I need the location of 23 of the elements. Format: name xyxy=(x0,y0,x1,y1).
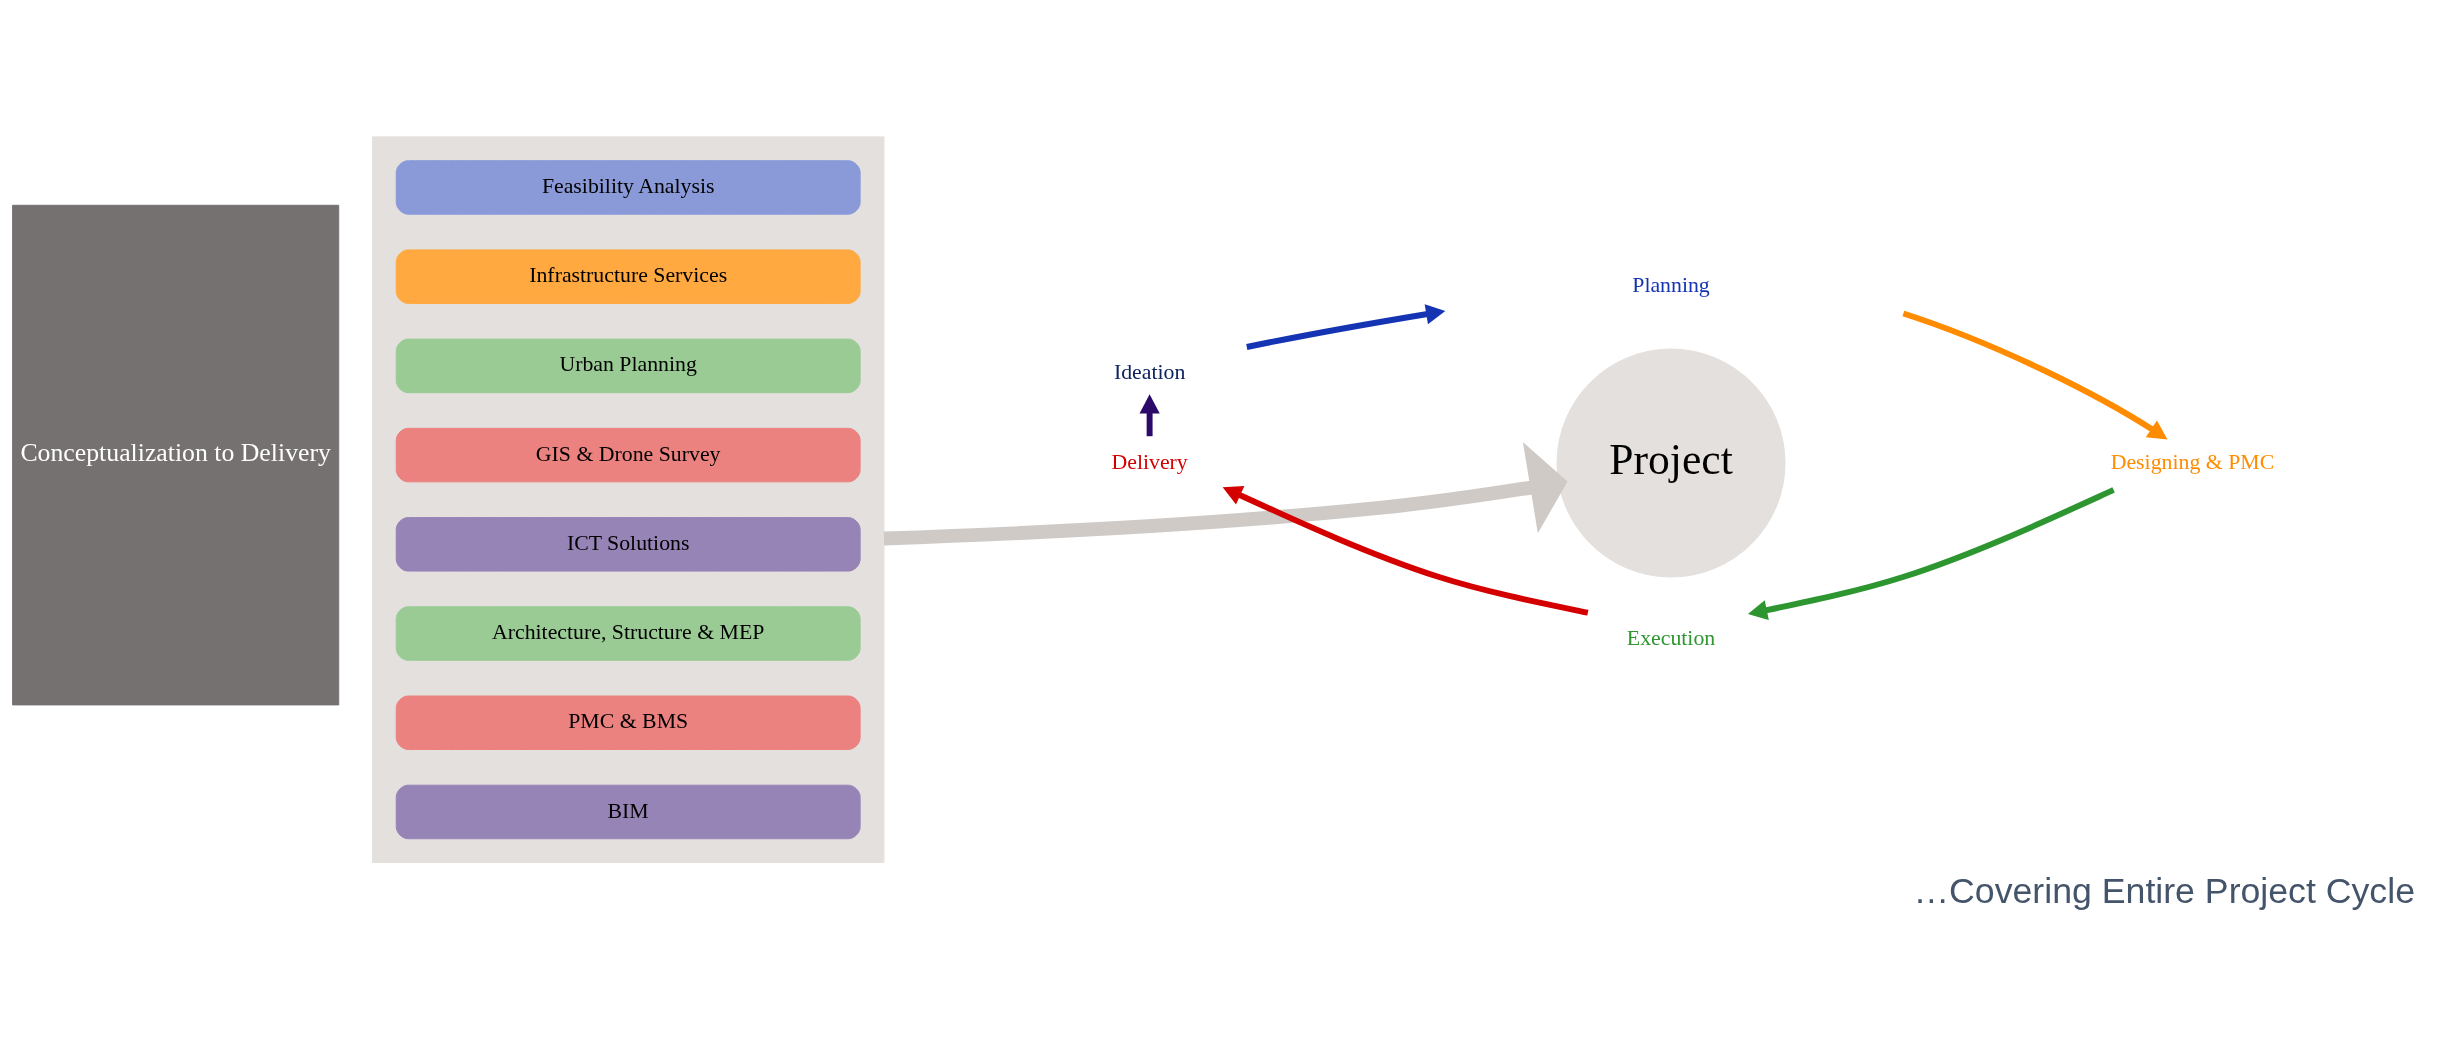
node-text: Delivery xyxy=(1111,449,1188,474)
node-circle: Project xyxy=(1556,348,1786,578)
arrow xyxy=(883,442,1568,546)
arrow xyxy=(1747,487,2115,620)
node-text: Ideation xyxy=(1113,360,1186,385)
arrow xyxy=(1246,304,1446,350)
node-text: Planning xyxy=(1632,273,1710,298)
node-box: PMC & BMS xyxy=(395,695,861,750)
node-text: Execution xyxy=(1626,626,1716,651)
node-box: GIS & Drone Survey xyxy=(395,427,861,483)
node-text: Designing & PMC xyxy=(2110,449,2275,474)
node-box: Feasibility Analysis xyxy=(395,160,861,215)
node-box: Architecture, Structure & MEP xyxy=(395,606,861,661)
arrow xyxy=(1902,310,2168,440)
node-box: Conceptualization to Delivery xyxy=(12,204,340,706)
cluster xyxy=(371,136,885,863)
arrow xyxy=(1139,394,1160,437)
node-box: BIM xyxy=(395,784,861,840)
arrow xyxy=(1222,486,1589,616)
caption: …Covering Entire Project Cycle xyxy=(1913,870,2415,911)
node-box: Infrastructure Services xyxy=(395,249,861,304)
node-box: Urban Planning xyxy=(395,338,861,394)
node-box: ICT Solutions xyxy=(395,517,861,572)
